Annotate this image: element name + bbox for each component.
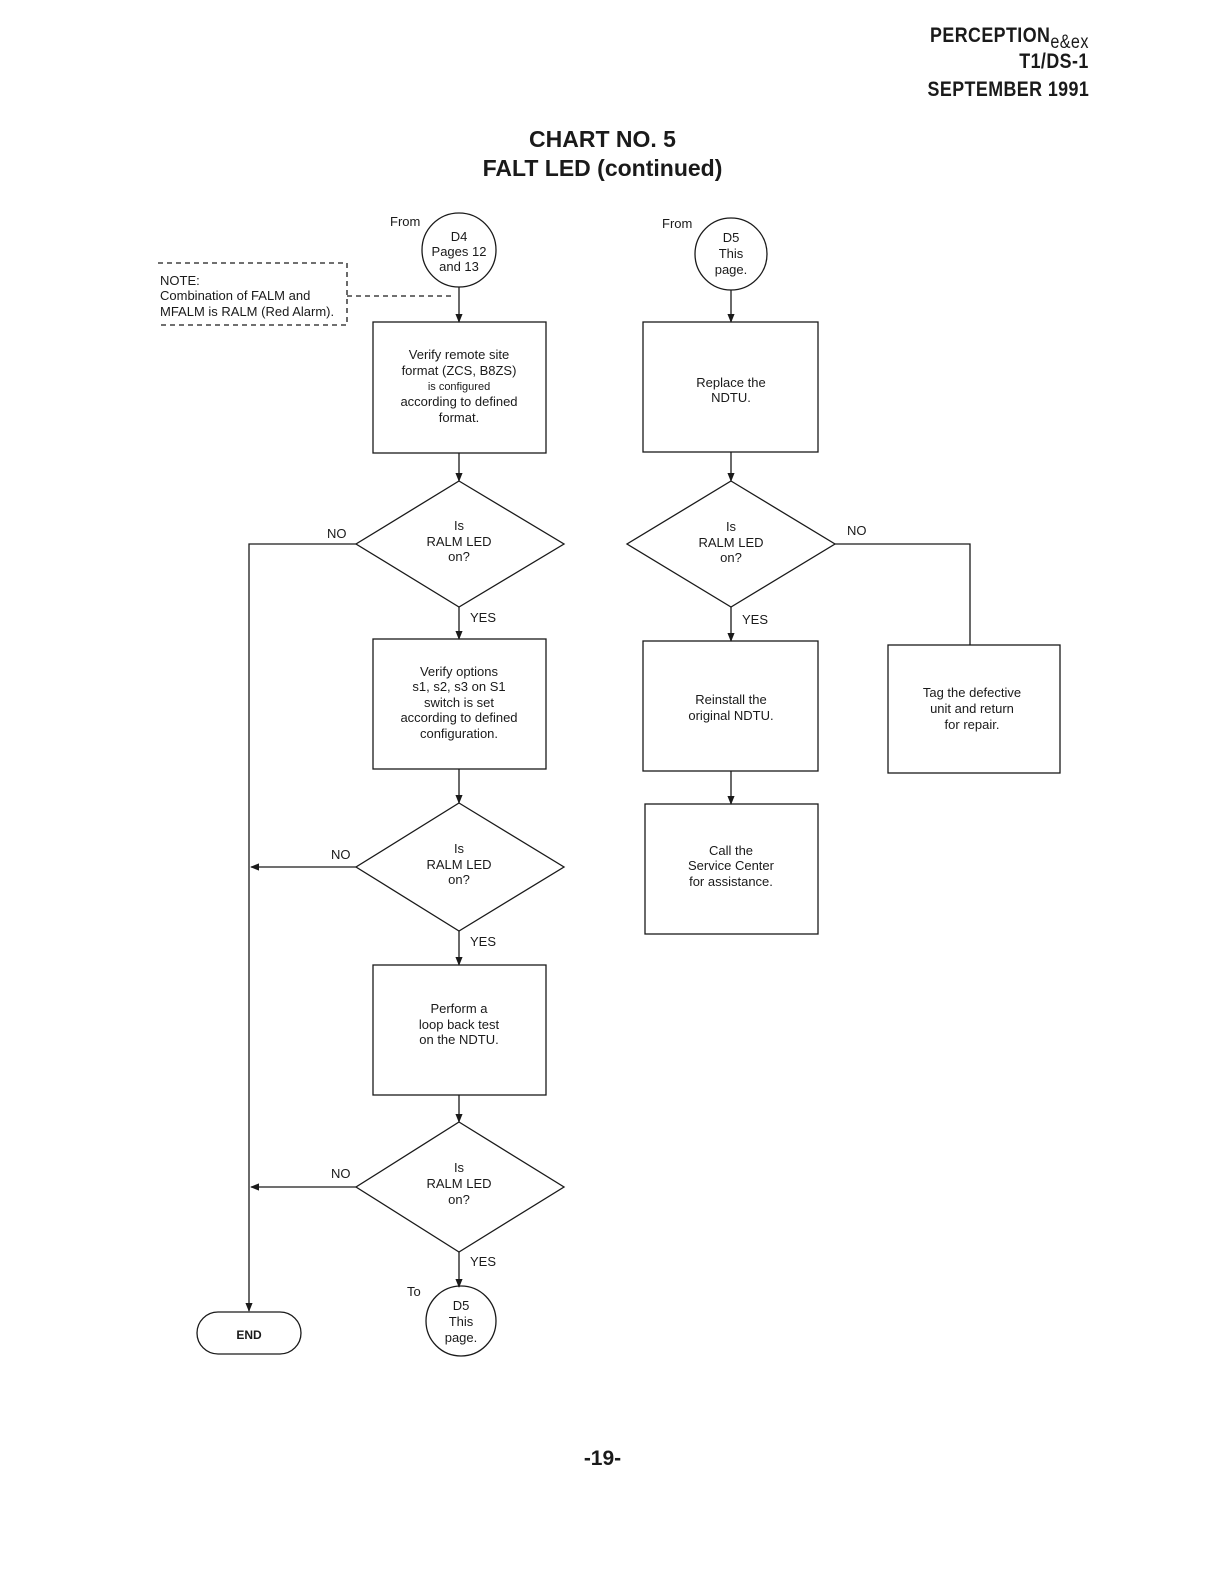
left-decision2-line3: on? <box>448 872 470 887</box>
right-box-tag-line3: for repair. <box>945 717 1000 732</box>
doc-header: PERCEPTIONe&ex <box>930 24 1089 55</box>
right-box3-line2: Service Center <box>688 858 775 873</box>
chart-subtitle: FALT LED (continued) <box>482 155 723 181</box>
no-label-left1: NO <box>327 526 347 541</box>
product-suffix: e&ex <box>1050 32 1089 53</box>
right-box3 <box>644 803 819 935</box>
no-label-right1: NO <box>847 523 867 538</box>
right-box3-line3: for assistance. <box>689 874 773 889</box>
right-box1-line1: Replace the <box>696 375 765 390</box>
right-connector-in-line3: page. <box>715 262 748 277</box>
left-box3-line3: on the NDTU. <box>419 1032 498 1047</box>
left-decision1-line1: Is <box>454 518 465 533</box>
left-decision1-line2: RALM LED <box>426 534 491 549</box>
right-decision1-line3: on? <box>720 550 742 565</box>
end-label: END <box>236 1328 262 1342</box>
left-connector-in-line1: D4 <box>451 229 468 244</box>
page-number: -19- <box>583 1447 622 1470</box>
chart-title: CHART NO. 5 <box>529 126 676 152</box>
left-decision3-line2: RALM LED <box>426 1176 491 1191</box>
yes-label-left2: YES <box>470 934 496 949</box>
note-line1: Combination of FALM and <box>160 288 310 303</box>
end-terminal <box>196 1311 302 1355</box>
no-label-left2: NO <box>331 847 351 862</box>
left-connector-in-line2: Pages 12 <box>432 244 487 259</box>
left-box2-line1: Verify options <box>420 664 499 679</box>
left-decision1-line3: on? <box>448 549 470 564</box>
flowchart-text: NOTE: Combination of FALM and MFALM is R… <box>160 214 1021 1345</box>
right-box-tag-line1: Tag the defective <box>923 685 1021 700</box>
doc-subject: T1/DS-1 <box>1019 50 1089 73</box>
right-box3-line1: Call the <box>709 843 753 858</box>
left-box3-line2: loop back test <box>419 1017 500 1032</box>
left-box2-line3: switch is set <box>424 695 494 710</box>
left-box1-line3: is configured <box>428 381 490 393</box>
left-box1-line2: format (ZCS, B8ZS) <box>402 363 517 378</box>
left-connector-in-line3: and 13 <box>439 259 479 274</box>
left-decision3-line1: Is <box>454 1160 465 1175</box>
right-box1-line2: NDTU. <box>711 390 751 405</box>
right-box2-line2: original NDTU. <box>688 708 773 723</box>
left-connector-out-line3: page. <box>445 1330 478 1345</box>
right-decision1-line1: Is <box>726 519 737 534</box>
right-box2-line1: Reinstall the <box>695 692 767 707</box>
note-box <box>158 262 455 326</box>
left-decision2-line2: RALM LED <box>426 857 491 872</box>
product-name: PERCEPTION <box>930 24 1051 47</box>
left-box2-line4: according to defined <box>400 710 517 725</box>
left-box3-line1: Perform a <box>430 1001 488 1016</box>
no-label-left3: NO <box>331 1166 351 1181</box>
no-path-dec1-to-end <box>245 543 356 1312</box>
no-path-right-dec1 <box>835 543 971 645</box>
right-connector-in-line2: This <box>719 246 744 261</box>
to-label: To <box>407 1284 421 1299</box>
left-connector-out-line2: This <box>449 1314 474 1329</box>
left-box2-line5: configuration. <box>420 726 498 741</box>
left-box1-line5: format. <box>439 410 479 425</box>
right-box-tag-line2: unit and return <box>930 701 1014 716</box>
right-connector-in-line1: D5 <box>723 230 740 245</box>
right-decision1-line2: RALM LED <box>698 535 763 550</box>
yes-label-left3: YES <box>470 1254 496 1269</box>
left-connector-out-line1: D5 <box>453 1298 470 1313</box>
right-box-tag <box>887 644 1061 774</box>
note-heading: NOTE: <box>160 273 200 288</box>
left-box1-line1: Verify remote site <box>409 347 509 362</box>
left-connector-out <box>425 1285 497 1357</box>
yes-label-right1: YES <box>742 612 768 627</box>
left-decision3-line3: on? <box>448 1192 470 1207</box>
right-from-label: From <box>662 216 692 231</box>
note-line2: MFALM is RALM (Red Alarm). <box>160 304 334 319</box>
left-decision2-line1: Is <box>454 841 465 856</box>
left-from-label: From <box>390 214 420 229</box>
yes-label-left1: YES <box>470 610 496 625</box>
doc-date: SEPTEMBER 1991 <box>927 78 1089 101</box>
left-box2-line2: s1, s2, s3 on S1 <box>412 679 505 694</box>
left-box1-line4: according to defined <box>400 394 517 409</box>
